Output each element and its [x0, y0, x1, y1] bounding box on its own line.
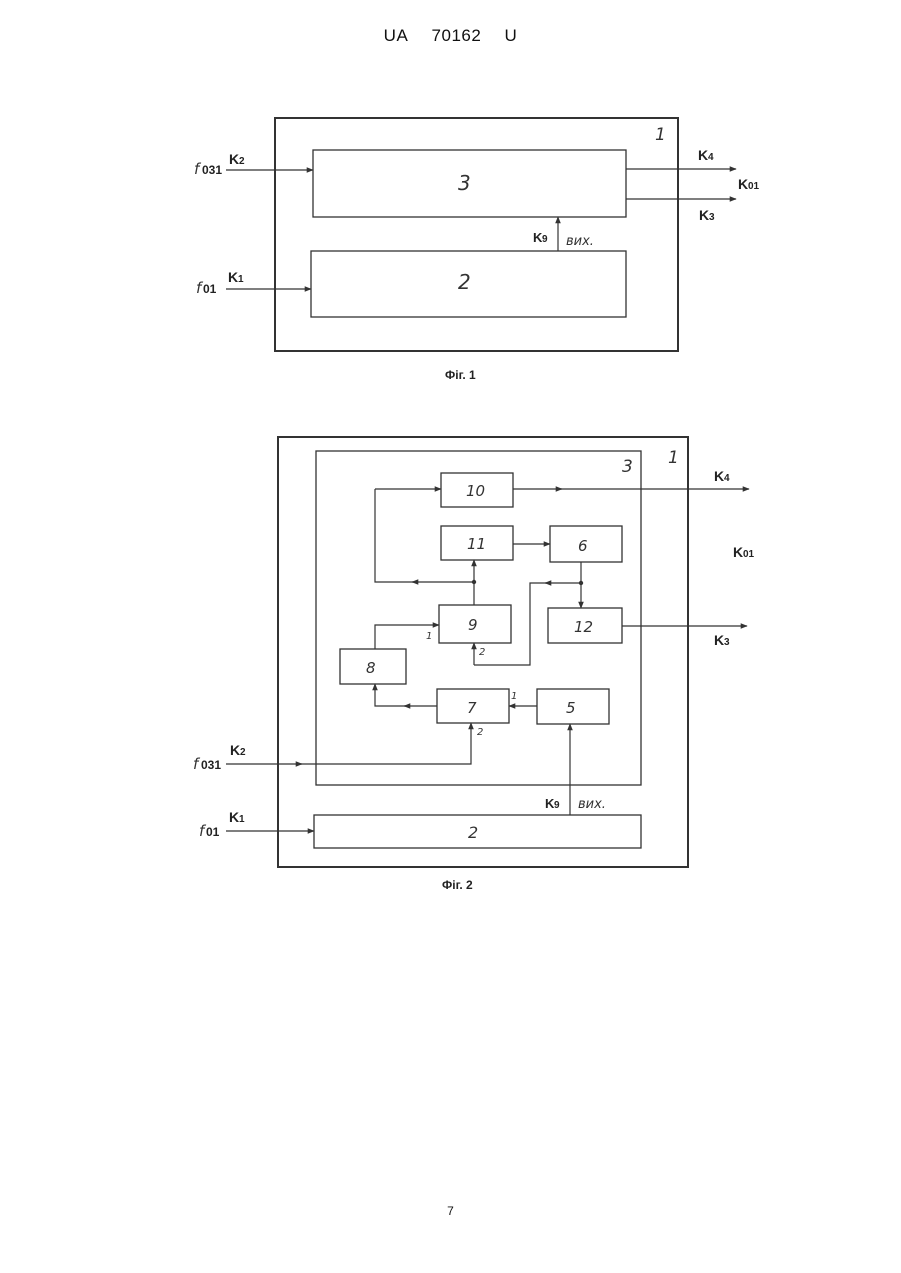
fig2-block-8-number: 8	[366, 659, 376, 677]
fig1-input-bottom-f-sub: 01	[203, 282, 217, 296]
fig1-input-bottom-k: K	[228, 269, 238, 285]
fig2-input-bottom-f-sub: 01	[206, 825, 220, 839]
fig2-outer-number: 1	[668, 448, 679, 468]
fig1-outer-block	[275, 118, 678, 351]
fig1-block-3-number: 3	[458, 171, 471, 195]
fig2-block-6-number: 6	[578, 537, 588, 555]
fig1-outer-number: 1	[655, 125, 666, 145]
fig1-output-mid-k: K	[738, 176, 748, 192]
fig2-block-12-number: 12	[574, 618, 593, 636]
fig2-block-9-number: 9	[468, 616, 478, 634]
fig2-block-7-number: 7	[467, 699, 477, 717]
fig1-output-top-k-sub: 4	[708, 152, 714, 163]
fig1-output-bottom-k: K	[699, 207, 709, 223]
fig2-link-to-8	[375, 684, 406, 706]
fig2-vertical-text: вих.	[578, 797, 606, 812]
fig2-block-10-number: 10	[466, 482, 485, 500]
fig2-link-to-7-port2	[300, 723, 471, 764]
fig2-input-top-k: K	[230, 742, 240, 758]
fig2-block-11-number: 11	[467, 535, 486, 553]
fig2-input-top-f: f	[193, 755, 201, 773]
fig2-inner-number: 3	[622, 457, 633, 477]
fig2-vertical-k-sub: 9	[554, 800, 560, 811]
fig1-input-bottom-k-sub: 1	[238, 274, 244, 285]
fig1-input-top-k-sub: 2	[239, 156, 245, 167]
fig1-output-mid-k-sub: 01	[748, 181, 760, 192]
fig2-caption: Фіг. 2	[442, 878, 473, 892]
fig2-output-top-k-sub: 4	[724, 473, 730, 484]
fig1-vertical-text: вих.	[566, 234, 594, 249]
fig2-port-7-2: 2	[477, 727, 483, 738]
fig2-input-top-k-sub: 2	[240, 747, 246, 758]
fig2-input-bottom-k-sub: 1	[239, 814, 245, 825]
fig1-input-top-f-sub: 031	[202, 163, 222, 177]
fig2-input-top-f-sub: 031	[201, 758, 221, 772]
fig2-output-top-k: K	[714, 468, 724, 484]
fig1-output-bottom-k-sub: 3	[709, 212, 715, 223]
fig2-output-mid-k-sub: 01	[743, 549, 755, 560]
fig2-output-mid-k: K	[733, 544, 743, 560]
fig2-port-7-1: 1	[511, 691, 517, 702]
fig2-output-bottom-k: K	[714, 632, 724, 648]
fig1-output-top-k: K	[698, 147, 708, 163]
fig1-vertical-k-sub: 9	[542, 234, 548, 245]
fig1-input-top-f: f	[194, 160, 202, 178]
fig2-port-9-2: 2	[479, 647, 485, 658]
fig2-diagram: 1 3 10 11 6 9 12 8 7 5 2 K 4	[193, 437, 755, 892]
fig1-block-2-number: 2	[458, 270, 471, 294]
fig1-diagram: 1 3 2 f 031 K 2 f 01 K 1 K 4 K 01 K 3 K …	[194, 118, 760, 382]
fig1-caption: Фіг. 1	[445, 368, 476, 382]
fig1-input-top-k: K	[229, 151, 239, 167]
fig2-link-loop-up	[375, 489, 414, 582]
fig2-input-bottom-k: K	[229, 809, 239, 825]
fig2-block-2-number: 2	[468, 823, 478, 842]
fig2-output-bottom-k-sub: 3	[724, 637, 730, 648]
page-number: 7	[0, 1204, 901, 1218]
fig2-block-5-number: 5	[566, 699, 576, 717]
fig2-port-9-1: 1	[426, 631, 432, 642]
